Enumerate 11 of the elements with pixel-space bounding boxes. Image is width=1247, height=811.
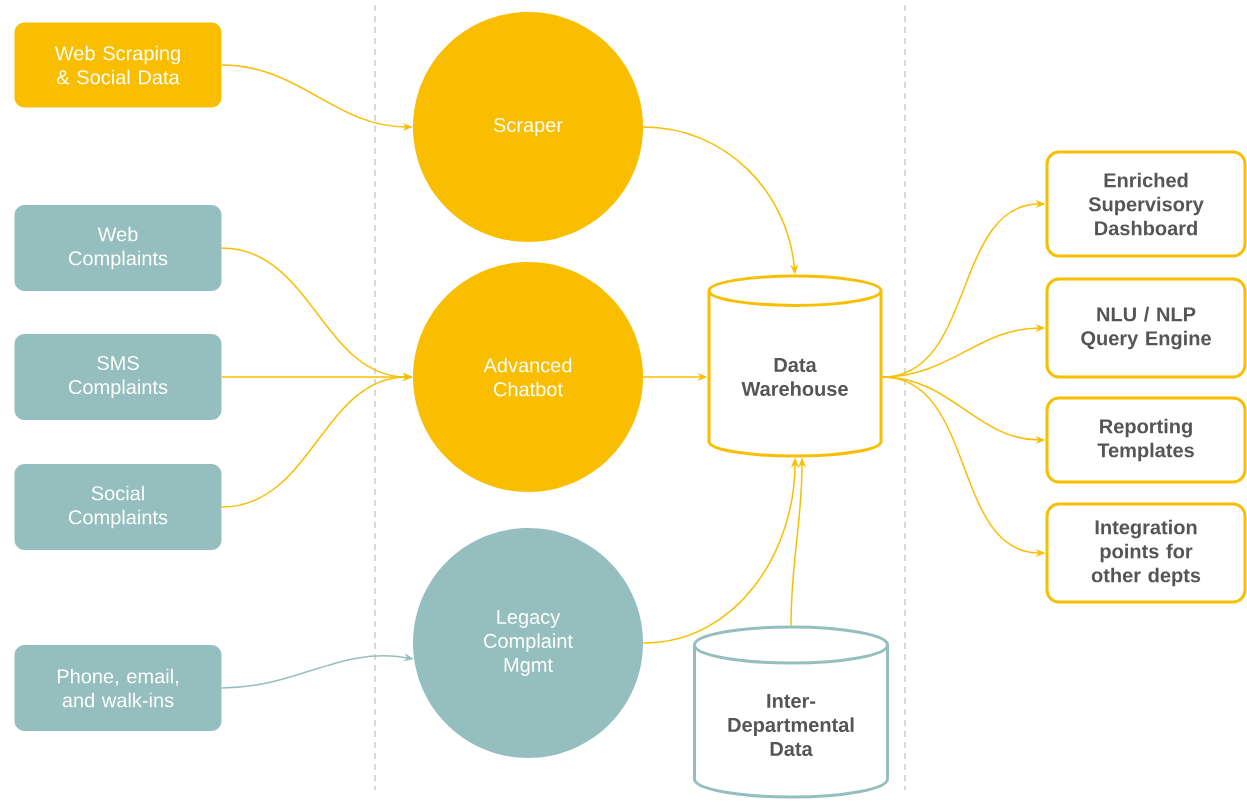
output-box: Enriched Supervisory Dashboard <box>1045 150 1247 258</box>
database-cylinder: Inter-Departmental Data <box>693 625 889 799</box>
output-box: Integration points for other depts <box>1045 502 1247 604</box>
source-box: Phone, email, and walk-ins <box>14 645 222 731</box>
source-box: SMS Complaints <box>14 334 222 420</box>
output-box: NLU / NLP Query Engine <box>1045 277 1247 379</box>
source-box: Web Scraping & Social Data <box>14 22 222 108</box>
source-box: Social Complaints <box>14 464 222 550</box>
database-cylinder: Data Warehouse <box>707 274 883 458</box>
source-box: Web Complaints <box>14 205 222 291</box>
output-box: Reporting Templates <box>1045 396 1247 484</box>
